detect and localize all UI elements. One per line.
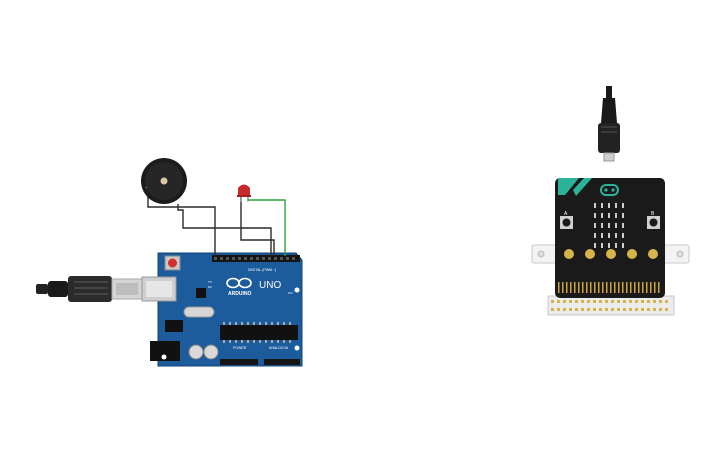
analog-header	[264, 359, 300, 365]
button-a-label: A	[564, 211, 568, 217]
svg-text:+: +	[145, 185, 148, 190]
power-jack	[150, 341, 180, 361]
wires	[147, 189, 286, 256]
microbit-board[interactable]: A B	[531, 178, 690, 316]
led-matrix	[594, 203, 624, 248]
digital-header-label: DIGITAL (PWM ~)	[248, 268, 276, 272]
pin-0-pad[interactable]	[564, 249, 574, 259]
on-label: ON	[288, 291, 293, 295]
pin-3v-pad[interactable]	[627, 249, 637, 259]
black-wire[interactable]	[240, 196, 275, 256]
micro-usb-cable-icon[interactable]	[598, 86, 620, 162]
power-header	[220, 359, 258, 365]
microbit-button-b[interactable]	[647, 216, 660, 229]
button-b-label: B	[651, 211, 655, 217]
arduino-uno-board[interactable]: DIGITAL (PWM ~) ARDUINO UNO TX RX ON	[141, 252, 303, 367]
led-icon[interactable]	[237, 184, 251, 203]
atmega-chip	[220, 325, 298, 340]
piezo-buzzer-icon[interactable]: +	[141, 158, 187, 204]
pin-1-pad[interactable]	[585, 249, 595, 259]
power-label: POWER	[233, 346, 247, 350]
arduino-logo-text: ARDUINO	[228, 291, 251, 297]
usb-cable-icon[interactable]	[36, 276, 143, 302]
breakout-pins	[547, 295, 675, 316]
arduino-logo-icon	[226, 277, 252, 289]
black-wire[interactable]	[147, 189, 216, 256]
rx-label: RX	[208, 285, 212, 289]
black-wire[interactable]	[177, 204, 272, 256]
tx-label: TX	[208, 280, 212, 284]
capacitor	[203, 344, 219, 360]
crystal	[183, 306, 215, 318]
analog-label: ANALOG IN	[269, 346, 289, 350]
microbit-accent	[558, 178, 579, 195]
pin-gnd-pad[interactable]	[648, 249, 658, 259]
green-wire[interactable]	[247, 196, 286, 256]
arduino-model-text: UNO	[259, 280, 281, 291]
pin-2-pad[interactable]	[606, 249, 616, 259]
microbit-button-a[interactable]	[560, 216, 573, 229]
microbit-logo-icon	[600, 184, 619, 196]
capacitor	[188, 344, 204, 360]
edge-connector	[556, 249, 664, 296]
